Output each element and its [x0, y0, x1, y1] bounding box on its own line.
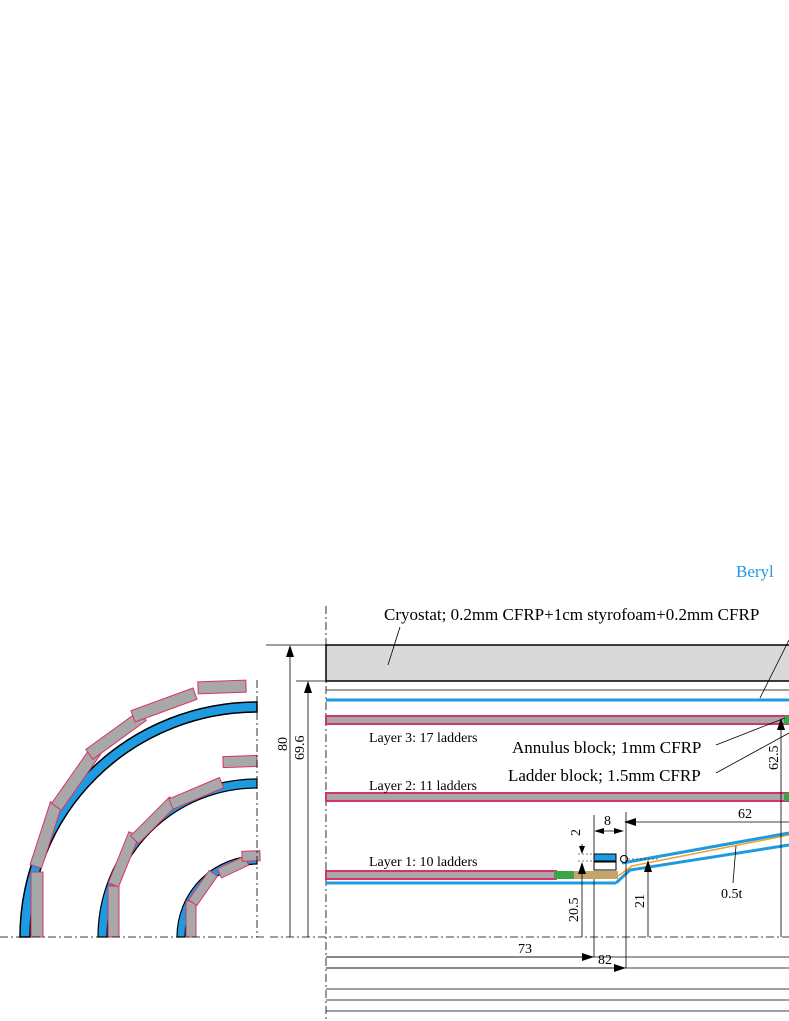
cryostat-wall — [325, 644, 789, 682]
dim-2: 2 — [569, 829, 584, 836]
layer2-end-ladders — [107, 754, 258, 938]
dim-69-6: 69.6 — [293, 736, 308, 761]
layer3-label: Layer 3: 17 ladders — [369, 731, 477, 746]
dim-62: 62 — [738, 807, 752, 822]
dim-80: 80 — [276, 737, 291, 751]
beryllium-label: Beryl — [736, 562, 774, 581]
layer3-end-ladders — [29, 679, 247, 938]
dim-73: 73 — [518, 942, 532, 957]
dim-8: 8 — [604, 814, 611, 829]
dim-62-5: 62.5 — [767, 746, 782, 771]
layer1-label: Layer 1: 10 ladders — [369, 855, 477, 870]
ladder-block-green — [554, 871, 574, 879]
dim-21: 21 — [633, 894, 648, 908]
layer2-bar — [325, 792, 789, 802]
dim-20-5: 20.5 — [567, 898, 582, 923]
labels: Beryl Cryostat; 0.2mm CFRP+1cm styrofoam… — [276, 562, 782, 968]
layer1-bar — [325, 870, 557, 880]
side-view — [266, 606, 789, 1021]
thickness-label: 0.5t — [721, 887, 743, 902]
ladder-block-label: Ladder block; 1.5mm CFRP — [508, 766, 701, 785]
annulus-block — [593, 853, 617, 862]
layer2-label: Layer 2: 11 ladders — [369, 779, 477, 794]
layer3-bar — [325, 715, 789, 725]
annulus-block-label: Annulus block; 1mm CFRP — [512, 738, 701, 757]
ladder-block-tan — [574, 871, 618, 879]
end-view — [0, 679, 265, 938]
cryostat-label: Cryostat; 0.2mm CFRP+1cm styrofoam+0.2mm… — [384, 605, 759, 624]
layer1-end-ladders — [185, 850, 261, 938]
dim-82: 82 — [598, 953, 612, 968]
